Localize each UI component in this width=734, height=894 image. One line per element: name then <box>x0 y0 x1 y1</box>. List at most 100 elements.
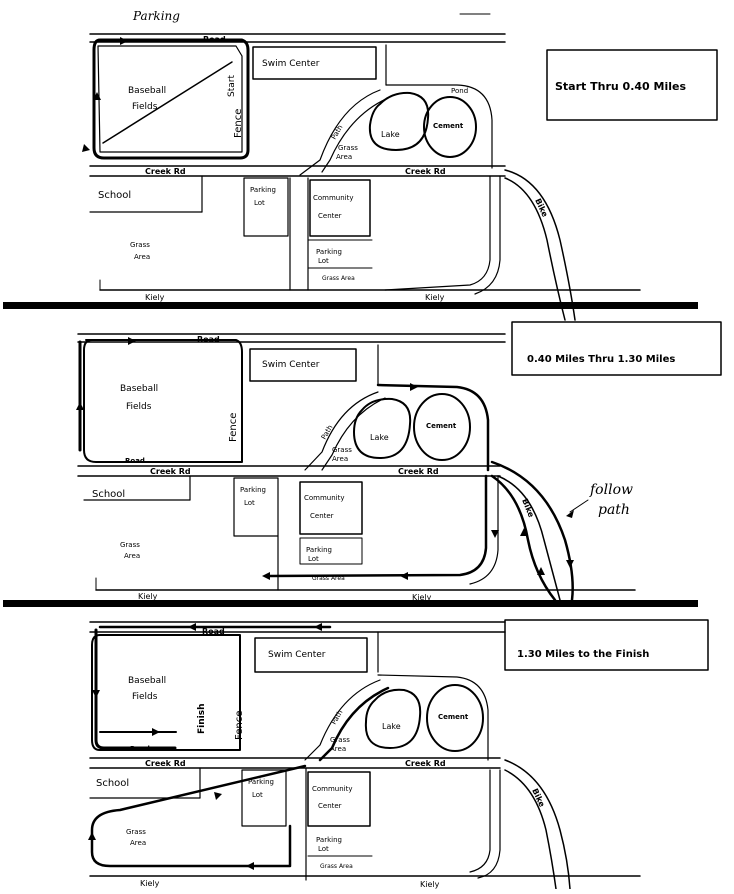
cement-label-3: Cement <box>438 713 469 721</box>
school-label: School <box>98 190 131 201</box>
arrow-down-icon <box>566 560 574 568</box>
cement-label-2: Cement <box>426 422 457 430</box>
grass-area-small-label-2: Area <box>336 153 352 161</box>
panel-1-title-box <box>546 49 718 121</box>
arrow-corner-icon <box>82 144 90 152</box>
fence-label-3: Fence <box>234 711 245 740</box>
swim-center-label: Swim Center <box>262 59 320 69</box>
grass-area-small3-label-1: Grass <box>330 736 350 744</box>
grass-area-small2-label-1: Grass <box>332 446 352 454</box>
grass-area-label3-1: Grass <box>126 828 146 836</box>
arrow-left-icon-4 <box>314 623 322 631</box>
cement-pond-2 <box>413 393 471 461</box>
grass-area2-label-3: Grass Area <box>320 863 353 870</box>
kiely-label: Kiely <box>145 293 165 302</box>
parking-lot <box>243 177 289 237</box>
parking-lot2-label2-1: Parking <box>306 546 332 554</box>
grass-area-label2-1: Grass <box>120 541 140 549</box>
follow-note-line1: follow <box>589 482 633 498</box>
parking-lot-label-1: Parking <box>250 186 276 194</box>
arrow-up-icon-4 <box>520 528 528 536</box>
arrow-down-icon-3 <box>92 690 100 698</box>
creek-rd-label-3a: Creek Rd <box>145 759 186 768</box>
parking-lot2-label-1: Parking <box>316 248 342 256</box>
baseball-label3-line2: Fields <box>132 692 158 702</box>
parking-lot2-label2-2: Lot <box>308 555 319 563</box>
bike-label-3: Bike <box>530 787 547 809</box>
route-path-3 <box>318 686 390 762</box>
grass-area-label3-2: Area <box>130 839 146 847</box>
baseball-label3-line1: Baseball <box>128 676 166 686</box>
panel-1-title: Start Thru 0.40 Miles <box>555 80 686 93</box>
arrow-up-icon-2 <box>76 402 84 410</box>
kiely-label3-1: Kiely <box>140 879 160 888</box>
creek-rd-label: Creek Rd <box>145 167 186 176</box>
grass-area-small3-label-2: Area <box>330 745 346 753</box>
parking-lot2-label3-2: Lot <box>318 845 329 853</box>
baseball-label-line2: Fields <box>132 102 158 112</box>
route-return-2 <box>268 474 488 578</box>
route-bike-outer <box>490 460 574 602</box>
panel-2-title: 0.40 Miles Thru 1.30 Miles <box>527 354 675 365</box>
arrow-right-icon <box>120 37 128 45</box>
creek-rd-label-2b: Creek Rd <box>398 467 439 476</box>
path-label-2: Path <box>320 424 335 441</box>
community-label-1: Community <box>313 194 354 202</box>
lake-label-2: Lake <box>370 433 389 442</box>
panel-2-title-box <box>511 321 722 376</box>
route-pond-2 <box>376 383 490 472</box>
baseball-outline-2 <box>83 339 243 463</box>
community-center-3 <box>307 771 371 827</box>
diagonal-path-right <box>321 97 389 173</box>
grass-area-label-2: Area <box>134 253 150 261</box>
lake-label: Lake <box>381 130 400 139</box>
arrow-up-icon-6 <box>88 832 96 840</box>
parking-lot2-label-2: Lot <box>318 257 329 265</box>
community-label2-1: Community <box>304 494 345 502</box>
arrow-down-icon-2 <box>491 530 499 538</box>
arrow-up-icon <box>93 92 101 100</box>
community-label-2: Center <box>318 212 342 220</box>
creek-rd-label-2a: Creek Rd <box>150 467 191 476</box>
school-label-3: School <box>96 778 129 789</box>
baseball-field-outline <box>97 45 243 153</box>
inner-bike-path <box>384 175 491 291</box>
finish-label: Finish <box>197 704 207 735</box>
swim-center-building-2 <box>249 348 357 382</box>
panel-divider-2 <box>3 600 698 607</box>
panel-3-title: 1.30 Miles to the Finish <box>517 649 649 660</box>
kiely-label3-2: Kiely <box>420 880 440 889</box>
lake-3 <box>364 688 422 749</box>
follow-note-line2: path <box>598 502 630 518</box>
parking-lot-2 <box>233 477 279 537</box>
creek-rd-label-2: Creek Rd <box>405 167 446 176</box>
start-label: Start <box>227 75 237 97</box>
parking-lot-label3-2: Lot <box>252 791 263 799</box>
arrow-left-icon-3 <box>188 623 196 631</box>
lake <box>368 91 430 151</box>
pond-path-outer <box>385 84 493 169</box>
baseball-diagonal-route <box>102 61 233 144</box>
top-road-2 <box>77 333 506 343</box>
cement-pond-3 <box>426 684 484 752</box>
parking-lot-label-2: Lot <box>254 199 265 207</box>
pond-label: Pond <box>451 87 468 95</box>
community-label3-2: Center <box>318 802 342 810</box>
cement-pond <box>423 96 477 158</box>
arrow-right-icon-3 <box>410 383 418 391</box>
swim-center-building-3 <box>254 637 368 673</box>
grass-area-label2-2: Area <box>124 552 140 560</box>
route-west-3 <box>94 628 177 750</box>
arrow-right-icon-5 <box>214 792 222 800</box>
community-center <box>309 179 371 237</box>
baseball-label-line1: Baseball <box>128 86 166 96</box>
community-center-2 <box>299 481 363 535</box>
grass-area-small2-label-2: Area <box>332 455 348 463</box>
panel-3: Road Baseball Fields Finish Fence Swim C… <box>88 619 709 890</box>
parking-top-label: Parking <box>132 9 180 23</box>
parking-lot2-label3-1: Parking <box>316 836 342 844</box>
follow-arrow-line <box>569 499 589 513</box>
panel-2: Road Baseball Fields Fence Swim Center P… <box>76 321 722 602</box>
road-label-3b: Road <box>130 745 150 753</box>
